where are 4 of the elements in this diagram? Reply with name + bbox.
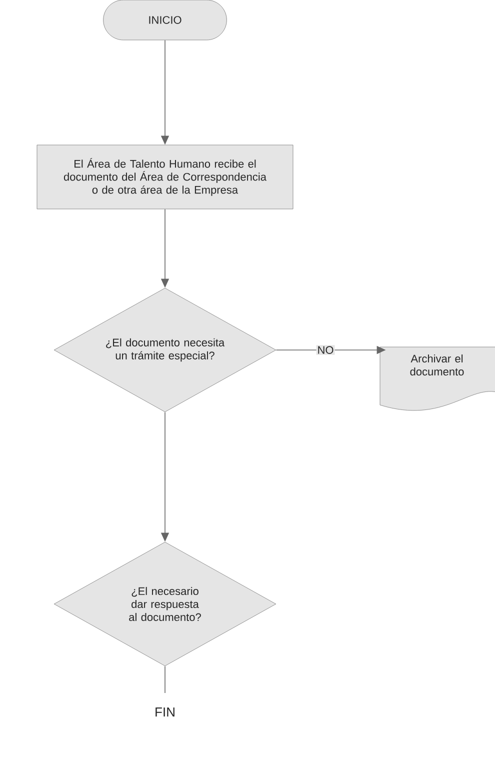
start-terminator: INICIO xyxy=(103,0,227,40)
edge-label: NO xyxy=(316,345,335,355)
process-box: El Área de Talento Humano recibe el documento del Área de Correspondencia o de otra área de la Empresa xyxy=(36,144,294,210)
end-label: FIN xyxy=(156,708,174,716)
